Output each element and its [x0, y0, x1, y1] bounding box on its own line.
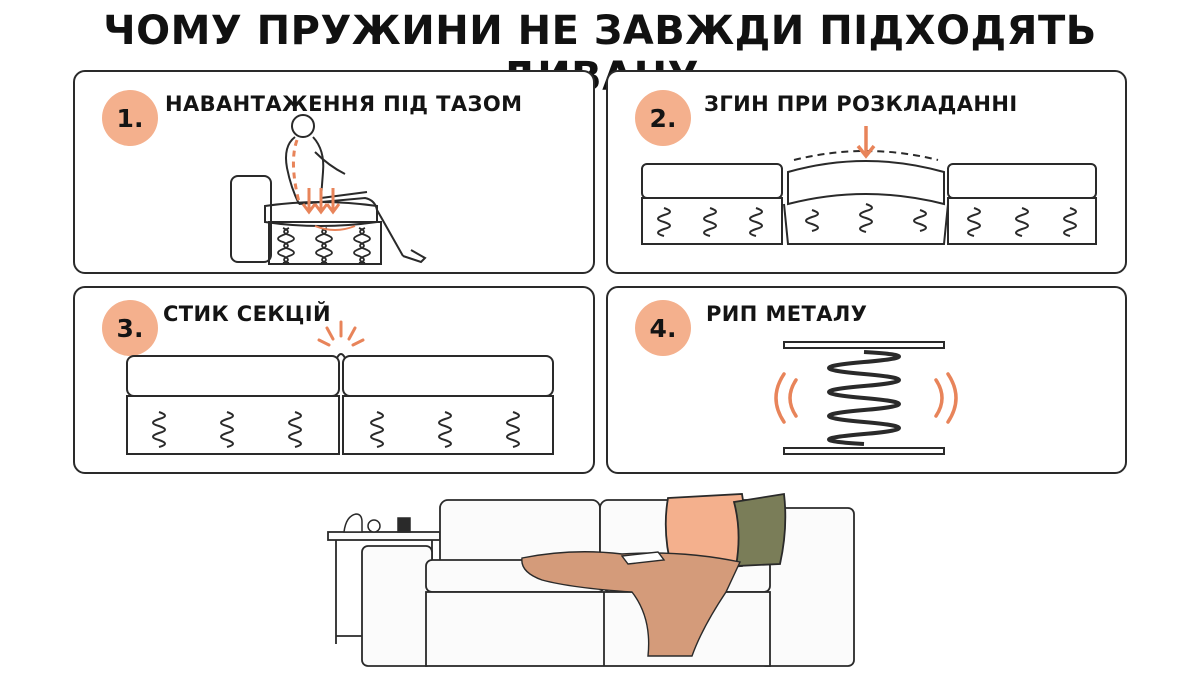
card-number-badge: 4.	[635, 300, 691, 356]
section-joint-icon	[126, 320, 554, 455]
card-number-badge: 1.	[102, 90, 158, 146]
card-title: РИП МЕТАЛУ	[706, 302, 868, 326]
card-number-badge: 3.	[102, 300, 158, 356]
modular-sofa-scene-icon	[327, 492, 855, 667]
seated-person-load-icon	[230, 114, 427, 265]
card-number-badge: 2.	[635, 90, 691, 146]
card-fold-bend: 2. ЗГИН ПРИ РОЗКЛАДАННІ	[606, 70, 1127, 274]
sofa-fold-bend-icon	[641, 126, 1097, 245]
card-pelvis-load: 1. НАВАНТАЖЕННЯ ПІД ТАЗОМ	[73, 70, 595, 274]
card-title: НАВАНТАЖЕННЯ ПІД ТАЗОМ	[165, 92, 523, 116]
card-title: СТИК СЕКЦІЙ	[163, 302, 331, 326]
card-metal-squeak: 4. РИП МЕТАЛУ	[606, 286, 1127, 474]
spring-squeak-icon	[774, 341, 958, 455]
card-section-joint: 3. СТИК СЕКЦІЙ	[73, 286, 595, 474]
card-title: ЗГИН ПРИ РОЗКЛАДАННІ	[704, 92, 1018, 116]
